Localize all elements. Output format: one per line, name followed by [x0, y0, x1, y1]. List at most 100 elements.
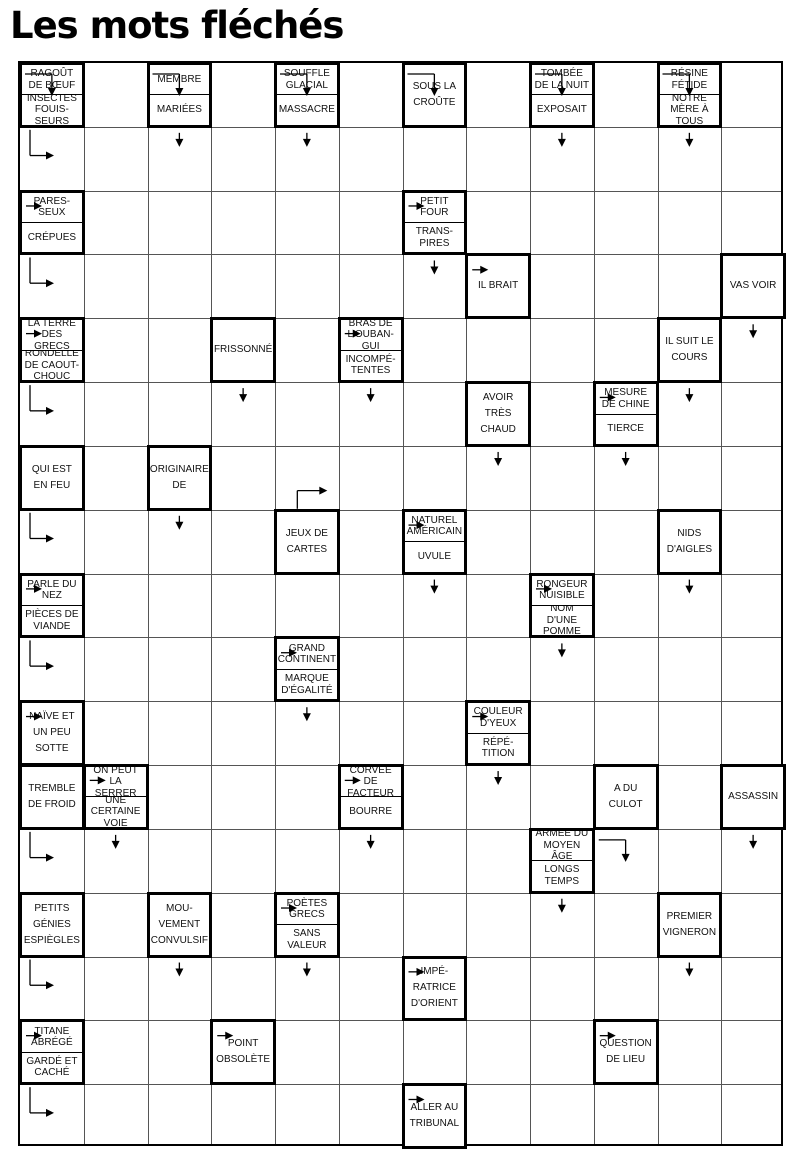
clue-text-bottom: BOURRE	[349, 806, 393, 818]
clue-text-bottom: SANS VALEUR	[287, 928, 327, 951]
clue-cell: JEUX DE CARTES	[274, 508, 340, 575]
clue-text-top: POÈTES GRECS	[277, 895, 337, 926]
arrow-down-icon	[430, 579, 439, 594]
arrow-down-icon	[494, 451, 503, 466]
clue-text-bottom: INCOMPÉ-TENTES	[345, 353, 396, 377]
clue-text-bottom: MASSACRE	[278, 104, 335, 116]
grid-row-line	[20, 126, 781, 128]
arrow-down-icon	[494, 771, 503, 786]
arrow-down-icon	[175, 962, 184, 977]
clue-text-top: COULEUR D'YEUX	[468, 703, 528, 734]
page-title: Les mots fléchés	[10, 4, 344, 47]
clue-cell: CORVÉE DE FACTEUR BOURRE	[337, 764, 404, 830]
clue-text-top: PETIT FOUR	[404, 193, 465, 224]
clue-text: QUESTION DE LIEU	[599, 1038, 652, 1066]
grid-col-line	[211, 63, 213, 1144]
clue-text-top: SOUFFLE GLACIAL	[277, 65, 337, 96]
arrow-down-icon	[111, 834, 120, 849]
clue-text-top: BRAS DE L'OUBAN-GUI	[340, 320, 401, 351]
clue-text-bottom: GARDÉ ET CACHÉ	[26, 1055, 78, 1079]
grid-row-line	[20, 509, 781, 511]
clue-text-top: MESURE DE CHINE	[595, 384, 656, 415]
clue-text-top: ON PEUT LA SERRER	[85, 767, 146, 798]
clue-text: PETITS GÉNIES ESPIÈGLES	[23, 902, 80, 946]
clue-text: ASSASSIN	[728, 790, 779, 802]
clue-text-bottom: INSECTES FOUIS-SEURS	[26, 95, 77, 125]
clue-text-top: PARES-SEUX	[22, 193, 82, 224]
grid-row-line	[20, 892, 781, 894]
clue-text: POINT OBSOLÈTE	[216, 1038, 271, 1066]
arrow-down-icon	[430, 260, 439, 275]
clue-text: PREMIER VIGNERON	[662, 910, 717, 938]
grid-col-line	[657, 63, 659, 1144]
grid-col-line	[721, 63, 723, 1144]
arrow-down-icon	[366, 834, 375, 849]
clue-cell: IL BRAIT	[465, 253, 531, 320]
grid-row-line	[20, 637, 781, 639]
clue-text-bottom: UNE CERTAINE VOIE	[90, 797, 141, 827]
grid-col-line	[147, 63, 149, 1144]
grid-row-line	[20, 701, 781, 703]
clue-cell: QUESTION DE LIEU	[592, 1019, 659, 1086]
clue-cell: PETITS GÉNIES ESPIÈGLES	[19, 891, 85, 958]
arrow-down-icon	[749, 834, 758, 849]
clue-cell: IMPÉ-RATRICE D'ORIENT	[401, 955, 468, 1022]
clue-text: NAÏVE ET UN PEU SOTTE	[29, 711, 75, 755]
clue-cell: ORIGINAIRE DE	[146, 444, 213, 511]
grid-col-line	[338, 63, 340, 1144]
clue-cell: ASSASSIN	[720, 764, 786, 830]
clue-text-bottom: UVULE	[417, 551, 452, 563]
clue-text-bottom: EXPOSAIT	[536, 104, 587, 116]
arrow-down-icon	[302, 132, 311, 147]
arrow-down-icon	[175, 132, 184, 147]
arrow-down-right-icon	[29, 512, 54, 543]
clue-text-top: RÉSINE FÉTIDE	[659, 65, 720, 96]
clue-text-bottom: TRANS-PIRES	[415, 226, 453, 249]
grid-row-line	[20, 1020, 781, 1022]
clue-text-top: RONGEUR NUISIBLE	[532, 576, 592, 606]
clue-cell: PARLE DU NEZ PIÈCES DE VIANDE	[19, 572, 85, 639]
clue-text-top: ARMÉE DU MOYEN ÂGE	[532, 831, 592, 862]
clue-cell: AVOIR TRÈS CHAUD	[465, 381, 531, 447]
clue-text-top: CORVÉE DE FACTEUR	[340, 767, 401, 798]
clue-cell: NIDS D'AIGLES	[656, 508, 723, 575]
arrow-up-right-icon	[296, 486, 328, 509]
arrow-down-right-icon	[29, 640, 54, 671]
arrow-down-icon	[175, 515, 184, 530]
clue-text-bottom: MARIÉES	[156, 104, 202, 116]
grid-row-line	[20, 445, 781, 447]
arrow-down-right-icon	[29, 959, 54, 990]
clue-cell: VAS VOIR	[720, 253, 786, 320]
grid-row-line	[20, 573, 781, 575]
clue-text-bottom: RÉPÉ-TITION	[481, 736, 515, 760]
clue-text-bottom: PIÈCES DE VIANDE	[25, 609, 79, 632]
clue-cell: IL SUIT LE COURS	[656, 317, 723, 384]
arrow-down-icon	[302, 962, 311, 977]
arrow-down-icon	[685, 388, 694, 403]
grid-row-line	[20, 254, 781, 256]
arrow-down-right-icon	[29, 129, 54, 160]
arrow-down-icon	[557, 898, 566, 913]
clue-text-top: LA TERRE DES GRECS	[22, 320, 82, 351]
clue-cell: ALLER AU TRIBUNAL	[401, 1083, 468, 1149]
clue-text: NIDS D'AIGLES	[666, 527, 712, 555]
arrow-down-icon	[366, 388, 375, 403]
clue-text-top: PARLE DU NEZ	[22, 576, 82, 606]
clue-text: QUI EST EN FEU	[31, 463, 72, 491]
arrow-down-icon	[239, 388, 248, 403]
clue-text: ALLER AU TRIBUNAL	[409, 1102, 460, 1130]
clue-text: VAS VOIR	[729, 280, 777, 292]
clue-cell: SOUFFLE GLACIAL MASSACRE	[274, 62, 340, 128]
clue-text: ORIGINAIRE DE	[149, 463, 209, 491]
clue-text: MOU-VEMENT CONVULSIF	[150, 902, 208, 946]
